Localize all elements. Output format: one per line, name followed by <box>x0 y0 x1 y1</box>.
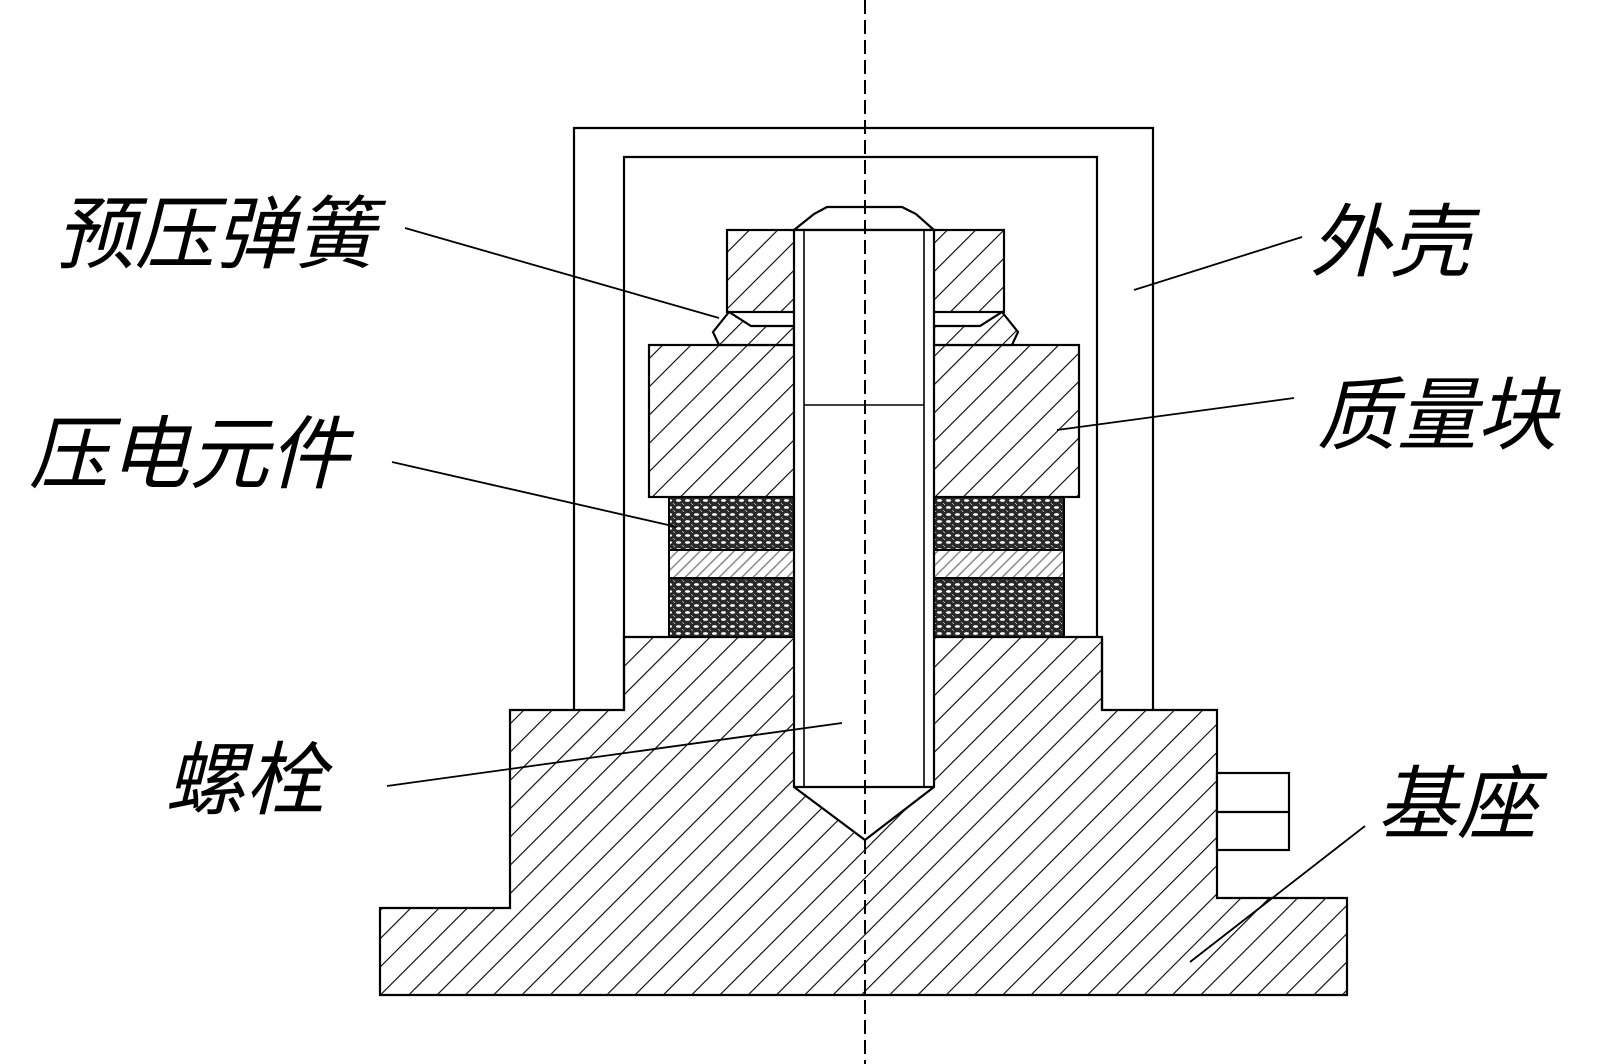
label-mass-block: 质量块 <box>1317 369 1561 462</box>
leader-piezo-element <box>391 461 678 528</box>
label-housing: 外壳 <box>1310 196 1481 289</box>
leader-base <box>1189 825 1366 963</box>
label-base: 基座 <box>1377 758 1548 851</box>
label-bolt: 螺栓 <box>165 734 333 827</box>
label-piezo-element: 压电元件 <box>29 408 355 501</box>
preload-spring-left <box>711 310 796 347</box>
leader-preload-spring <box>404 227 720 319</box>
label-preload-spring: 预压弹簧 <box>55 188 387 281</box>
bolt <box>790 205 937 842</box>
preload-spring-right <box>932 310 1020 347</box>
connector <box>1215 771 1291 852</box>
leader-bolt <box>386 722 843 787</box>
leader-housing <box>1133 236 1303 291</box>
bolt-shank <box>792 228 936 842</box>
housing-inner-wall <box>622 155 1099 710</box>
leader-mass-block <box>1056 397 1295 431</box>
housing-shell <box>572 126 1155 710</box>
